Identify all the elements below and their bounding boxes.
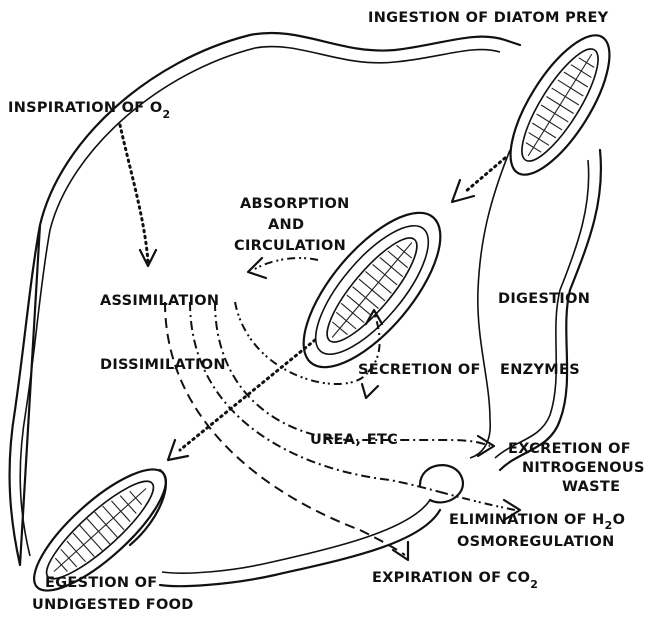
label-egestion-1: EGESTION OF xyxy=(45,575,157,591)
label-excretion-2: NITROGENOUS xyxy=(522,460,645,476)
arrow-absorption xyxy=(248,258,318,278)
label-expiration: EXPIRATION OF CO2 xyxy=(372,570,538,591)
label-urea: UREA, ETC xyxy=(310,432,398,448)
label-secretion: SECRETION OF xyxy=(358,362,481,378)
arrow-water xyxy=(190,302,520,520)
label-ingestion: INGESTION OF DIATOM PREY xyxy=(368,10,609,26)
label-elimination: ELIMINATION OF H2O xyxy=(449,512,625,532)
label-digestion: DIGESTION xyxy=(498,291,590,307)
cell-membrane-inner xyxy=(20,47,588,574)
label-enzymes: ENZYMES xyxy=(500,362,580,378)
label-excretion-1: EXCRETION OF xyxy=(508,441,631,457)
arrow-inspiration xyxy=(120,125,156,266)
label-dissimilation: DISSIMILATION xyxy=(100,357,226,373)
label-egestion-2: UNDIGESTED FOOD xyxy=(32,597,194,613)
label-assimilation: ASSIMILATION xyxy=(100,293,219,309)
label-inspiration: INSPIRATION OF O2 xyxy=(8,100,170,121)
label-excretion-3: WASTE xyxy=(562,479,620,495)
label-absorption-1: ABSORPTION xyxy=(240,196,350,212)
arrow-ingestion xyxy=(452,158,505,202)
label-absorption-2: AND xyxy=(268,217,304,233)
diatom-food-vacuole xyxy=(280,192,463,389)
diatom-ingested xyxy=(492,21,628,188)
label-absorption-3: CIRCULATION xyxy=(234,238,346,254)
label-osmoregulation: OSMOREGULATION xyxy=(457,534,615,550)
